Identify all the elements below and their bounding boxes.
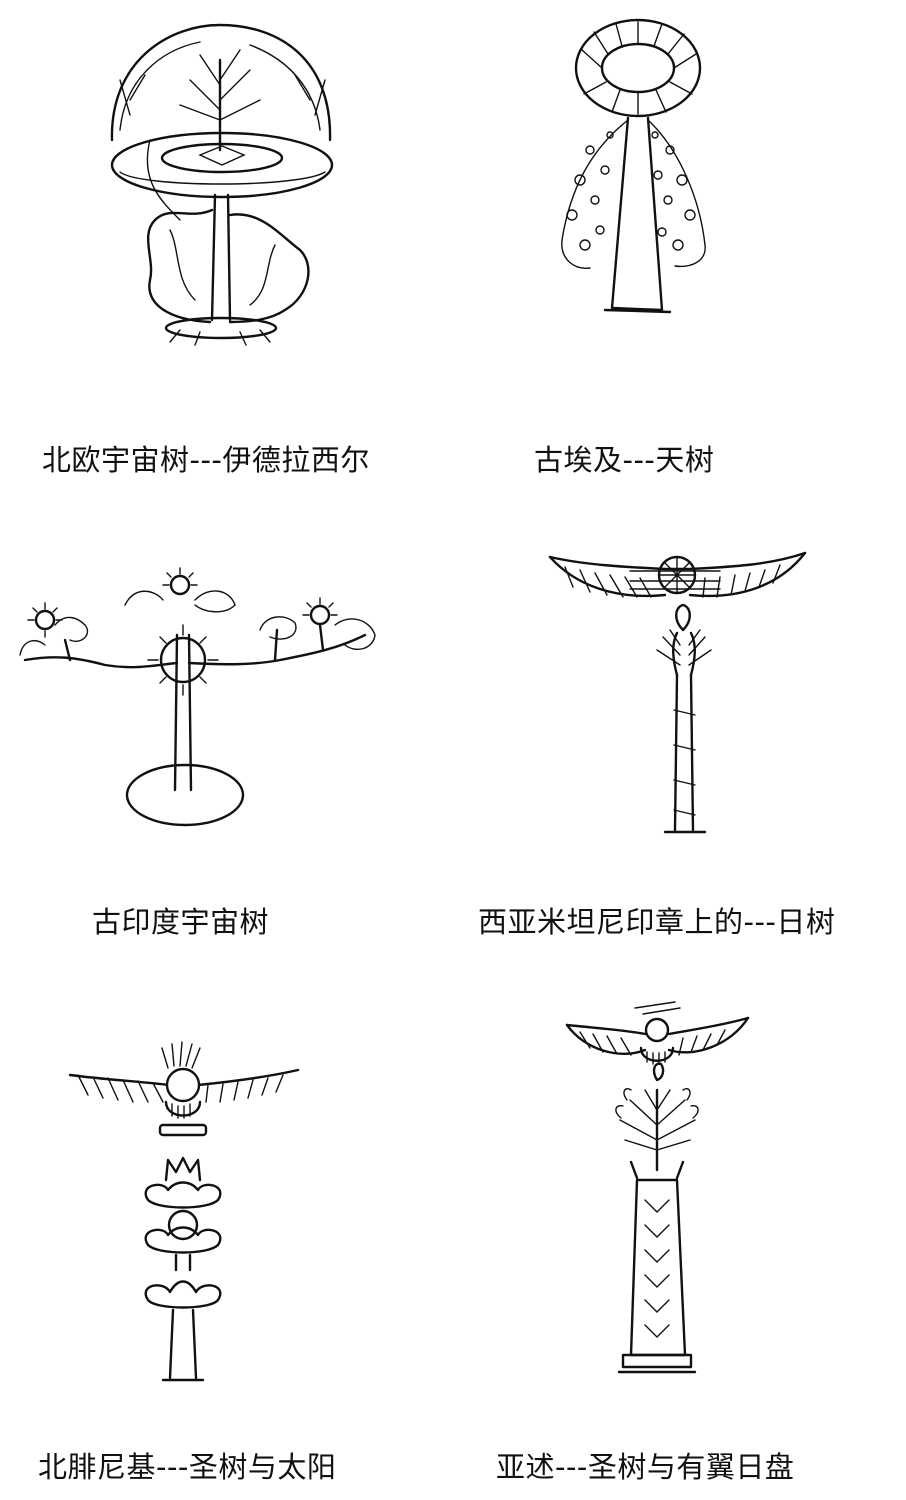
caption-assyrian-winged-disk-tree: 亚述---圣树与有翼日盘 [496,1450,795,1484]
caption-mitanni-sun-tree: 西亚米坦尼印章上的---日树 [478,905,836,939]
figure-mitanni-sun-tree [545,545,810,835]
caption-indian-cosmic-tree: 古印度宇宙树 [92,905,270,939]
figure-yggdrasil [100,20,340,350]
mitanni-sun-tree-illustration [545,545,810,835]
figure-indian-cosmic-tree [15,565,395,835]
caption-phoenician-sacred-tree: 北腓尼基---圣树与太阳 [38,1450,337,1484]
caption-egyptian-sky-tree: 古埃及---天树 [534,443,715,477]
indian-cosmic-tree-illustration [15,565,395,835]
figure-egyptian-sky-tree [550,10,715,350]
yggdrasil-tree-illustration [100,20,340,350]
phoenician-sacred-tree-illustration [68,1040,300,1385]
caption-yggdrasil: 北欧宇宙树---伊德拉西尔 [42,443,370,477]
figure-phoenician-sacred-tree [68,1040,300,1385]
assyrian-winged-disk-tree-illustration [565,1000,750,1385]
figure-assyrian-winged-disk-tree [565,1000,750,1385]
egyptian-sky-tree-illustration [550,10,715,350]
